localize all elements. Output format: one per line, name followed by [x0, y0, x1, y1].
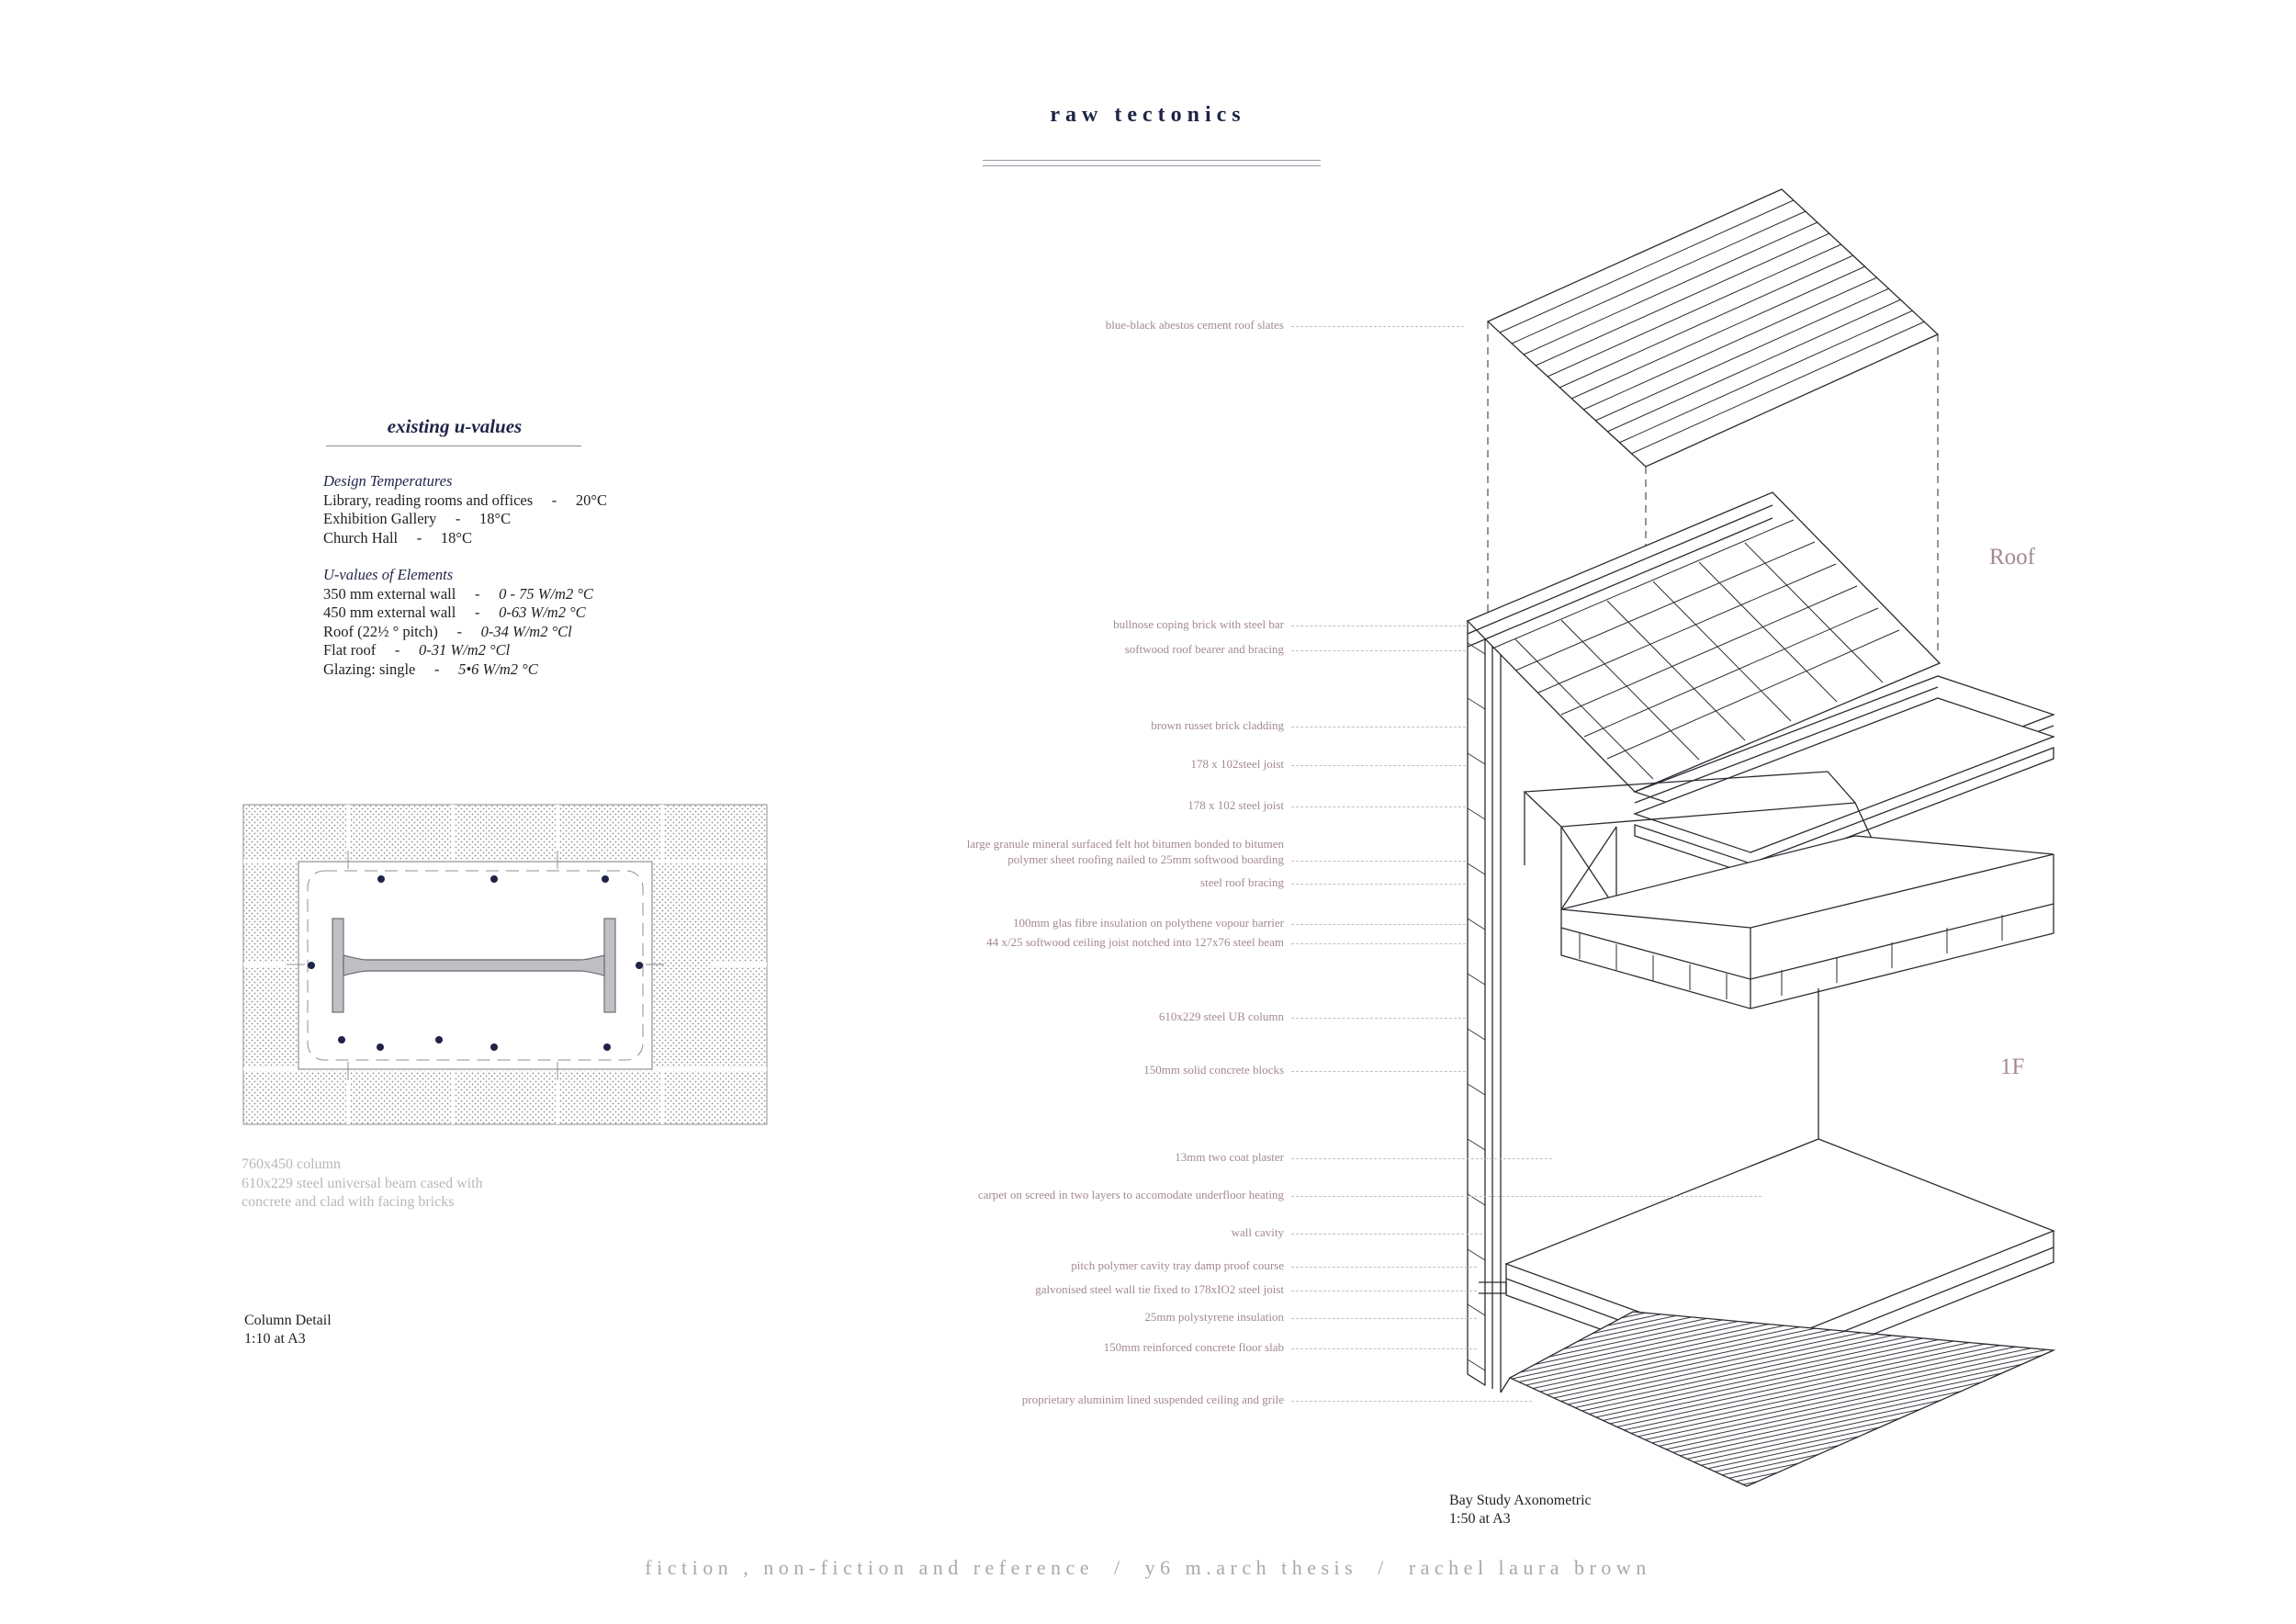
leader-line: [1291, 1318, 1477, 1319]
annotation-label: carpet on screed in two layers to accomo…: [977, 1188, 1284, 1201]
leader-line: [1291, 650, 1466, 651]
element-value: 0-31 W/m2 °Cl: [419, 641, 511, 659]
element-name: Flat roof -: [323, 641, 420, 659]
bay-study-scale: 1:50 at A3: [1449, 1511, 1511, 1527]
design-temp-row: Exhibition Gallery - 18°C: [323, 510, 512, 527]
bay-study-title-block: Bay Study Axonometric 1:50 at A3: [1449, 1492, 1592, 1528]
level-label-1f: 1F: [2000, 1054, 2025, 1079]
element-row: Flat roof - 0-31 W/m2 °Cl: [323, 641, 593, 660]
annotation-label: pitch polymer cavity tray damp proof cou…: [1071, 1258, 1284, 1272]
leader-line: [1291, 1018, 1466, 1019]
leader-line: [1291, 943, 1466, 944]
title-rule-top: [983, 160, 1321, 161]
element-name: 450 mm external wall -: [323, 603, 500, 621]
leader-line: [1291, 806, 1466, 807]
element-value: 5•6 W/m2 °C: [458, 660, 538, 678]
u-values-heading: existing u-values: [387, 415, 523, 437]
annotation-label: 178 x 102steel joist: [1190, 757, 1284, 771]
leader-line: [1291, 1401, 1532, 1402]
annotation-label: 150mm reinforced concrete floor slab: [1103, 1340, 1284, 1354]
annotation-label: brown russet brick cladding: [1151, 718, 1284, 732]
title-rule-bottom: [983, 165, 1321, 166]
annotation-label: wall cavity: [1231, 1225, 1284, 1239]
leader-line: [1291, 924, 1466, 925]
element-row: 450 mm external wall - 0-63 W/m2 °C: [323, 603, 593, 623]
leader-line: [1291, 1071, 1466, 1072]
annotation-label: softwood roof bearer and bracing: [1124, 642, 1284, 656]
annotation-label: blue-black abestos cement roof slates: [1105, 318, 1284, 332]
elements-label: U-values of Elements: [323, 566, 454, 583]
element-value: 0-34 W/m2 °Cl: [480, 622, 572, 640]
element-value: 0 - 75 W/m2 °C: [499, 584, 593, 603]
annotation-label: 178 x 102 steel joist: [1187, 798, 1284, 812]
design-temperatures-label: Design Temperatures: [323, 472, 453, 490]
element-name: Roof (22½ ° pitch) -: [323, 622, 481, 640]
u-values-elements-block: U-values of Elements 350 mm external wal…: [323, 566, 593, 679]
element-name: 350 mm external wall -: [323, 584, 500, 603]
leader-line: [1291, 861, 1466, 862]
design-temperatures-block: Design Temperatures Library, reading roo…: [323, 472, 607, 547]
annotation-label: 150mm solid concrete blocks: [1143, 1063, 1284, 1077]
annotation-label: large granule mineral surfaced felt hot …: [966, 837, 1284, 851]
leader-line: [1291, 1267, 1477, 1268]
annotation-label: galvonised steel wall tie fixed to 178xI…: [1035, 1282, 1284, 1296]
leader-line: [1291, 326, 1464, 327]
design-temp-row: Library, reading rooms and offices - 20°…: [323, 491, 608, 509]
design-temp-row: Church Hall - 18°C: [323, 528, 472, 547]
annotation-label: proprietary aluminim lined suspended cei…: [1021, 1393, 1284, 1406]
element-row: Roof (22½ ° pitch) - 0-34 W/m2 °Cl: [323, 623, 593, 642]
annotation-label: bullnose coping brick with steel bar: [1113, 617, 1284, 631]
level-label-roof: Roof: [1989, 545, 2035, 570]
column-detail-title: Column Detail: [244, 1313, 332, 1328]
leader-line: [1291, 1348, 1477, 1349]
caption-line: 760x450 column: [242, 1156, 341, 1172]
annotation-label: steel roof bracing: [1200, 875, 1284, 889]
page-title: raw tectonics: [1050, 103, 1246, 127]
footer-credit: fiction , non-fiction and reference / y6…: [645, 1556, 1651, 1579]
column-detail-title-block: Column Detail 1:10 at A3: [244, 1312, 332, 1348]
u-values-rule: [326, 445, 581, 446]
annotation-label: 100mm glas fibre insulation on polythene…: [1013, 916, 1284, 930]
leader-line: [1291, 884, 1466, 885]
annotation-label: 13mm two coat plaster: [1175, 1150, 1284, 1164]
leader-line: [1291, 765, 1466, 766]
leader-line: [1291, 1158, 1552, 1159]
annotation-label: 610x229 steel UB column: [1158, 1009, 1284, 1023]
leader-line: [1291, 1196, 1761, 1197]
annotation-label: 44 x/25 softwood ceiling joist notched i…: [986, 935, 1284, 949]
annotation-label: 25mm polystyrene insulation: [1144, 1310, 1284, 1324]
bay-study-title: Bay Study Axonometric: [1449, 1493, 1592, 1508]
annotation-label: polymer sheet roofing nailed to 25mm sof…: [1007, 852, 1284, 866]
element-row: 350 mm external wall - 0 - 75 W/m2 °C: [323, 585, 593, 604]
column-detail-caption: 760x450 column 610x229 steel universal b…: [242, 1156, 483, 1212]
leader-line: [1291, 1234, 1482, 1235]
element-name: Glazing: single -: [323, 660, 459, 678]
caption-line: concrete and clad with facing bricks: [242, 1194, 455, 1210]
element-row: Glazing: single - 5•6 W/m2 °C: [323, 660, 593, 680]
caption-line: 610x229 steel universal beam cased with: [242, 1175, 483, 1191]
column-detail-scale: 1:10 at A3: [244, 1331, 306, 1347]
element-value: 0-63 W/m2 °C: [499, 603, 586, 621]
